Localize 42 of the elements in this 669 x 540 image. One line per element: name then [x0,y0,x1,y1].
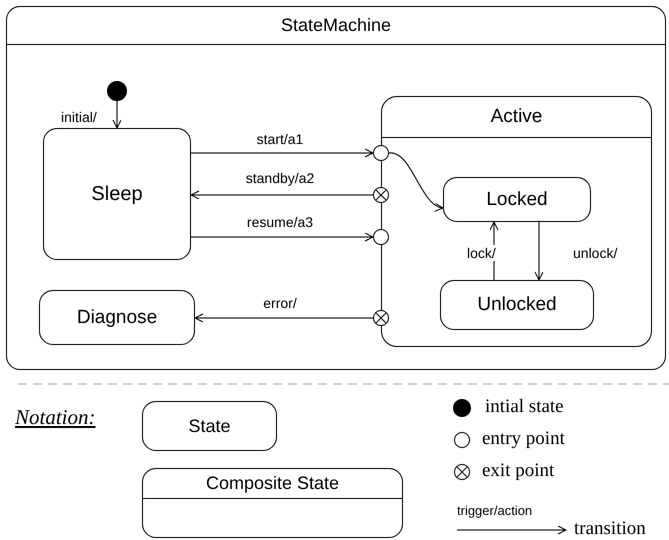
transition-arrow [534,222,544,280]
edge-label: resume/a3 [246,214,314,230]
exit-point-symbol [372,309,390,327]
legend-text: entry point [482,428,565,450]
transition-arrow [112,100,122,128]
state-name: Sleep [91,182,143,206]
notation-heading: Notation: [15,405,96,430]
edge-label: unlock/ [572,245,618,261]
transition-arrow [190,190,374,200]
transition-arrow [190,148,374,158]
initial-state-dot [106,80,128,102]
state-name: Locked [486,188,548,210]
legend-text: exit point [482,460,554,482]
initial-state-dot [452,398,472,418]
state-name: Active [490,106,542,128]
entry-point-circle [372,144,390,162]
transition-arrow [190,232,374,242]
edge-label: error/ [262,295,298,311]
composite-state-box [142,468,403,538]
state-name: StateMachine [280,15,392,36]
edge-label: start/a1 [256,131,304,147]
state-box [142,401,277,451]
state-name: Composite State [206,473,340,494]
edge-label: initial/ [60,109,98,125]
state-box [443,177,591,222]
transition-arrow [388,152,444,210]
edge-label: standby/a2 [244,170,316,186]
state-name: Unlocked [477,294,557,316]
state-name: State [188,416,231,436]
entry-point-circle [453,431,471,449]
state-box [440,280,594,330]
legend-text: transition [574,518,646,540]
state-box [39,290,195,345]
sample-transition-label: trigger/action [457,503,532,518]
exit-point-symbol [372,186,390,204]
transition-arrow [194,314,374,322]
exit-point-symbol [453,463,471,481]
entry-point-circle [372,228,390,246]
edge-label: lock/ [466,245,497,261]
state-name: Diagnose [76,306,158,328]
legend-text: intial state [485,396,564,418]
state-box [43,128,191,260]
